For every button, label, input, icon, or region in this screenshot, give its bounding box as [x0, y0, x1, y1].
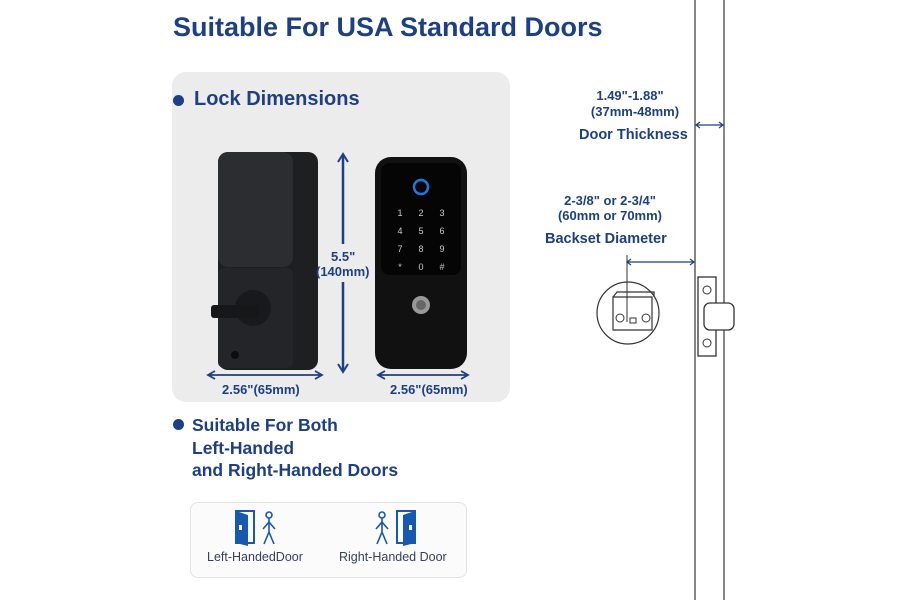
height-arrow [337, 152, 349, 374]
door-thickness-mm: (37mm-48mm) [590, 104, 680, 119]
bullet-icon [173, 419, 184, 430]
keypad-key: 8 [418, 244, 423, 254]
page-title: Suitable For USA Standard Doors [173, 12, 603, 42]
right-handed-door-icon [375, 510, 416, 546]
bullet-icon [173, 95, 184, 106]
height-inches: 5.5" [331, 249, 356, 264]
handedness-line: and Right-Handed Doors [192, 460, 399, 480]
keypad-key: 0 [418, 262, 423, 272]
back-width-label: 2.56"(65mm) [222, 382, 300, 397]
front-width-arrow [376, 370, 470, 380]
handedness-box [190, 502, 467, 578]
keypad-key: 4 [397, 226, 402, 236]
keypad-key: 2 [418, 208, 423, 218]
door-thickness-inches: 1.49"-1.88" [596, 88, 664, 103]
front-width-label: 2.56"(65mm) [390, 382, 468, 397]
backset-mm: (60mm or 70mm) [557, 208, 663, 223]
height-mm: (140mm) [316, 264, 370, 279]
right-handed-label: Right-Handed Door [339, 550, 447, 564]
left-handed-door-icon [235, 510, 276, 546]
lock-back-image [211, 152, 318, 370]
backset-inches: 2-3/8" or 2-3/4" [564, 193, 656, 208]
keypad-key: 9 [439, 244, 444, 254]
keypad-key: 5 [418, 226, 423, 236]
lock-front-keypad-image: 1 2 3 4 5 6 7 8 9 * 0 # [375, 157, 467, 369]
handedness-line: Suitable For Both [192, 415, 338, 435]
door-diagram [596, 0, 735, 600]
back-width-arrow [206, 370, 324, 380]
keypad-key: # [439, 262, 444, 272]
handedness-line: Left-Handed [192, 437, 295, 458]
keypad-key: 7 [397, 244, 402, 254]
backset-label: Backset Diameter [545, 231, 667, 247]
door-thickness-label: Door Thickness [579, 127, 688, 143]
left-handed-label: Left-HandedDoor [207, 550, 303, 564]
keypad-key: 6 [439, 226, 444, 236]
keypad-key: 3 [439, 208, 444, 218]
keypad-key: 1 [397, 208, 402, 218]
keypad-key: * [398, 262, 402, 272]
handedness-text: Suitable For Both Left-Handed and Right-… [192, 414, 398, 482]
lock-dimensions-heading: Lock Dimensions [194, 88, 360, 110]
